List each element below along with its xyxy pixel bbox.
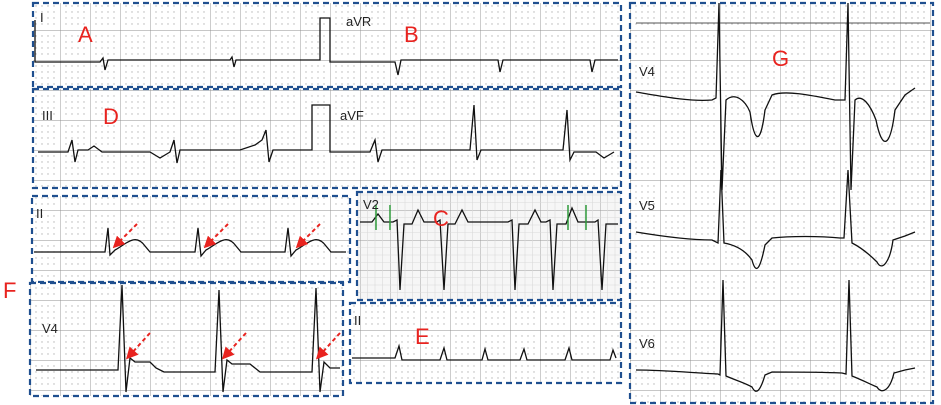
lead-label-f-ii: II [36,206,43,221]
ecg-trace-f-lead-v4 [36,284,340,393]
lead-label-e-ii: II [354,313,361,328]
ecg-trace-lead-iii-avf [38,104,615,164]
panel-letter-e: E [415,324,430,349]
panel-e: II E [348,301,623,385]
panel-c: V2 C [355,190,623,302]
red-dashed-arrow-icon [112,223,341,360]
lead-label-avf: aVF [340,108,364,123]
panel-letter-c: C [433,206,449,231]
panel-letter-d: D [103,104,119,129]
lead-label-g-v6: V6 [639,336,655,351]
panel-d: III aVF D [31,87,623,190]
lead-label-g-v5: V5 [639,198,655,213]
lead-label-f-v4: V4 [42,321,58,336]
ecg-trace-g-lead-v6 [635,279,916,392]
lead-label-avr: aVR [346,14,371,29]
ecg-trace-g-lead-v5 [635,169,916,270]
panel-letter-f: F [3,278,16,303]
panel-g: V4 V5 V6 G [628,1,935,405]
panel-letter-b: B [404,22,419,47]
panel-f: II V4 F [3,194,352,398]
ecg-trace-e-lead-ii [352,343,617,361]
lead-label-v2: V2 [363,197,379,212]
panel-ab: I aVR A B [31,1,623,89]
green-marker-icon [375,205,587,230]
panel-letter-g: G [772,46,789,71]
ecg-trace-lead-v2 [360,206,618,291]
lead-label-i: I [40,10,44,25]
lead-label-iii: III [42,108,53,123]
ecg-trace-g-lead-v4 [635,2,916,191]
panel-letter-a: A [78,22,93,47]
lead-label-g-v4: V4 [639,64,655,79]
ecg-trace-lead-i [34,17,618,76]
